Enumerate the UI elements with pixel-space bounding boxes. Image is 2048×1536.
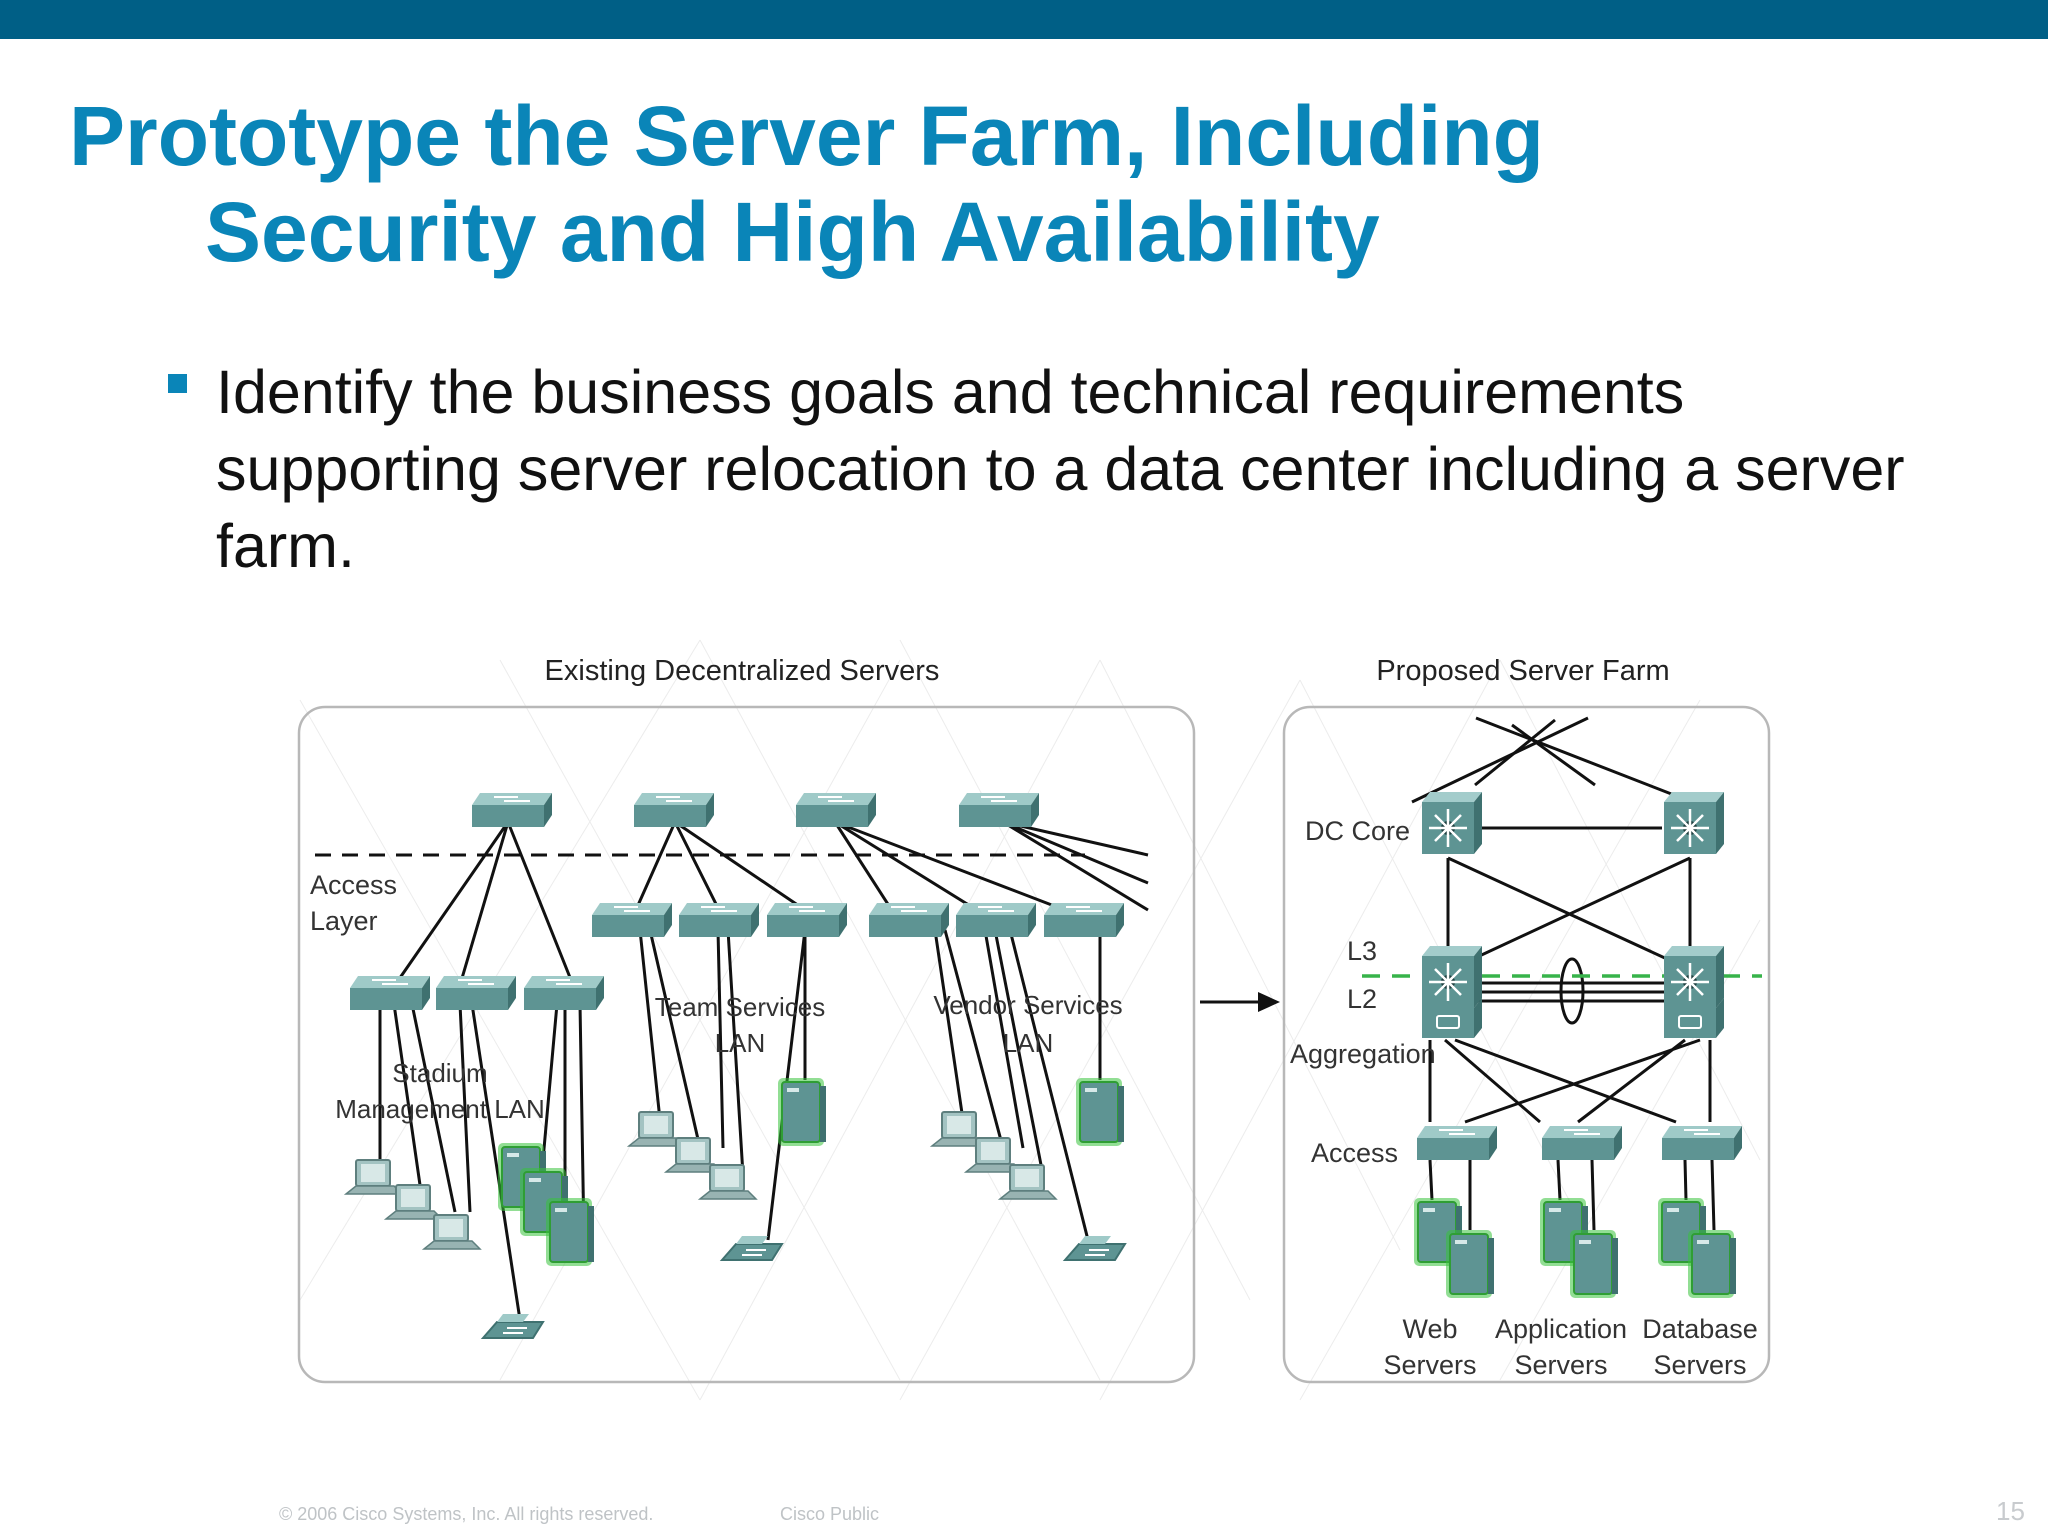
db-servers-label-2: Servers	[1653, 1350, 1746, 1380]
app-server-2	[1569, 1229, 1619, 1299]
vendor-switch-1	[868, 902, 950, 938]
stadium-switch-1	[349, 975, 431, 1011]
access-switch-app	[1541, 1125, 1623, 1161]
existing-links	[378, 820, 1149, 1321]
footer-copyright: © 2006 Cisco Systems, Inc. All rights re…	[279, 1504, 654, 1524]
proposed-server-links	[1428, 1159, 1716, 1231]
l2-label: L2	[1347, 984, 1377, 1014]
access-layer-label-2: Layer	[310, 906, 378, 936]
stadium-switch-2	[435, 975, 517, 1011]
stadium-pc-1	[345, 1159, 403, 1195]
proposed-panel	[1282, 705, 1771, 1384]
web-server-2	[1445, 1229, 1495, 1299]
team-server	[777, 1077, 827, 1147]
bullet-text: Identify the business goals and technica…	[216, 358, 1905, 580]
stadium-lan-label-2: Management LAN	[335, 1094, 545, 1124]
app-servers-label-2: Servers	[1514, 1350, 1607, 1380]
app-servers-label-1: Application	[1495, 1314, 1627, 1344]
existing-heading: Existing Decentralized Servers	[545, 655, 940, 687]
title-line-1: Prototype the Server Farm, Including	[69, 89, 1544, 183]
access-layer-label-1: Access	[310, 870, 397, 900]
title-line-2: Security and High Availability	[205, 185, 1380, 279]
etherchannel-bundle-icon	[1559, 957, 1585, 1025]
header-bar	[0, 0, 2048, 39]
team-switch-2	[678, 902, 760, 938]
db-servers-label-1: Database	[1642, 1314, 1758, 1344]
transition-arrow-icon	[1200, 992, 1280, 1012]
stadium-pc-3	[423, 1214, 481, 1250]
existing-top-switch-3	[795, 792, 877, 828]
team-switch-1	[591, 902, 673, 938]
web-servers-label-2: Servers	[1383, 1350, 1476, 1380]
vendor-switch-3	[1043, 902, 1125, 938]
vendor-switch-2	[955, 902, 1037, 938]
team-lan-label-2: LAN	[715, 1028, 766, 1058]
team-switch-3	[766, 902, 848, 938]
diagram-background-grid	[299, 639, 1761, 1401]
db-server-2	[1687, 1229, 1737, 1299]
vendor-lan-label-2: LAN	[1003, 1028, 1054, 1058]
footer-classification: Cisco Public	[780, 1504, 880, 1524]
team-phone-icon	[721, 1235, 783, 1261]
vendor-lan-label-1: Vendor Services	[933, 990, 1122, 1020]
vendor-server	[1075, 1077, 1125, 1147]
access-switch-web	[1416, 1125, 1498, 1161]
existing-top-switch-4	[958, 792, 1040, 828]
stadium-lan-label-1: Stadium	[392, 1058, 487, 1088]
slide-title: Prototype the Server Farm, Including Sec…	[69, 88, 1969, 280]
existing-top-switch-1	[471, 792, 553, 828]
dc-core-label: DC Core	[1305, 816, 1410, 846]
dc-core-switch-2	[1662, 790, 1726, 856]
access-label: Access	[1311, 1138, 1398, 1168]
aggregation-switch-1	[1420, 944, 1484, 1038]
aggregation-label: Aggregation	[1290, 1039, 1436, 1069]
stadium-phone-icon	[482, 1313, 544, 1339]
vendor-phone-icon	[1064, 1235, 1126, 1261]
proposed-links	[1411, 716, 1712, 1124]
proposed-heading: Proposed Server Farm	[1376, 655, 1669, 687]
access-switch-db	[1661, 1125, 1743, 1161]
stadium-server-3	[545, 1197, 595, 1267]
existing-top-switch-2	[633, 792, 715, 828]
bullet-square-icon	[168, 374, 187, 393]
l3-label: L3	[1347, 936, 1377, 966]
aggregation-switch-2	[1662, 944, 1726, 1038]
page-number: 15	[1996, 1496, 2025, 1526]
web-servers-label-1: Web	[1402, 1314, 1457, 1344]
existing-panel	[297, 705, 1196, 1384]
team-lan-label-1: Team Services	[655, 992, 826, 1022]
dc-core-switch-1	[1420, 790, 1484, 856]
stadium-switch-3	[523, 975, 605, 1011]
